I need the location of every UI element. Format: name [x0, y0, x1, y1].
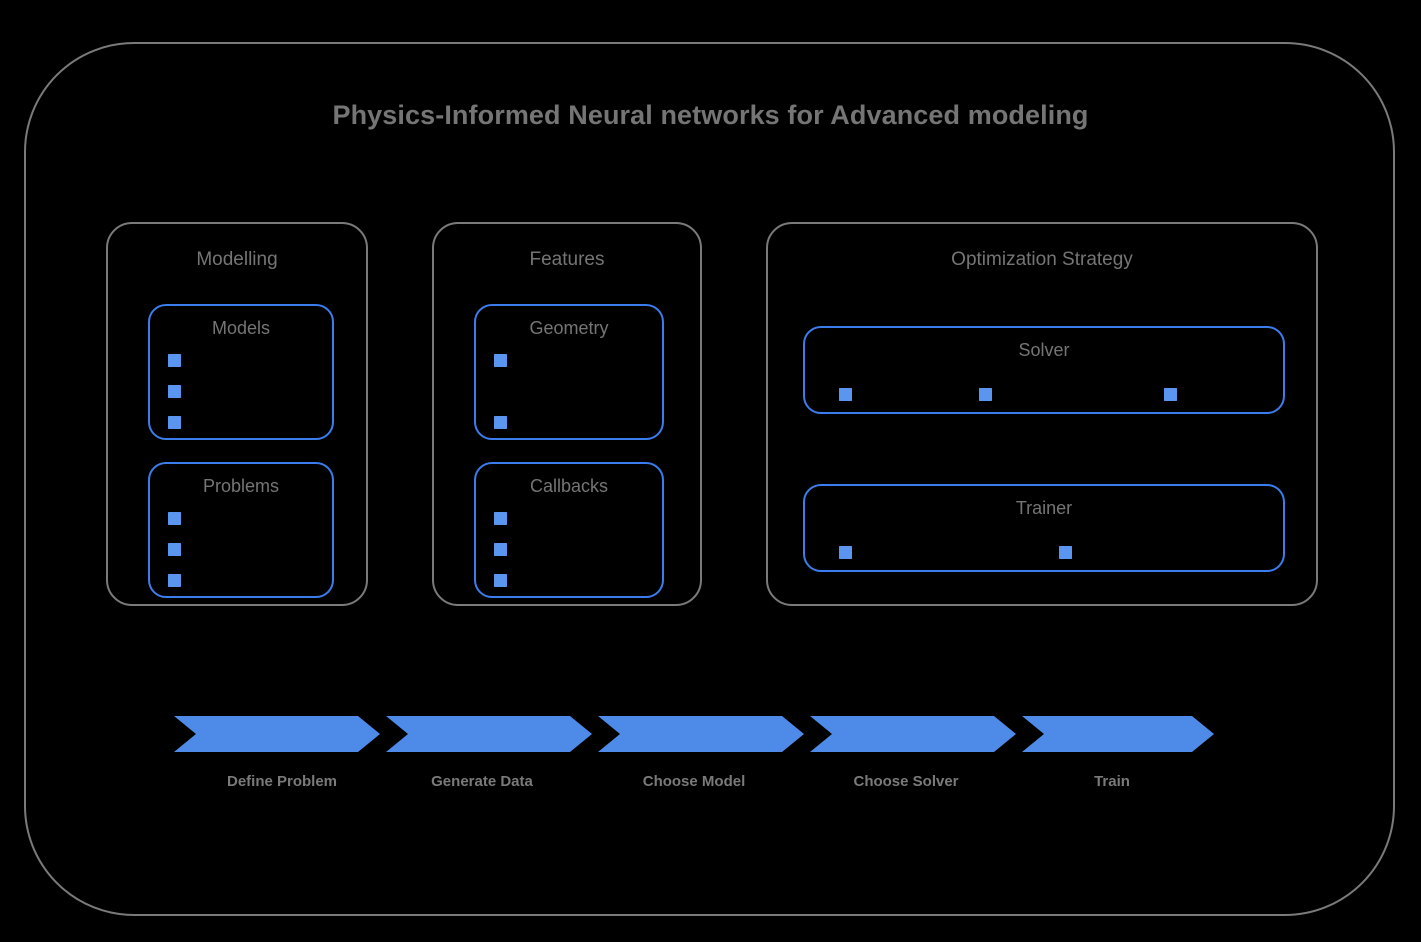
process-step-arrow-train[interactable] — [1022, 716, 1214, 752]
group-modelling: Modelling Models Problems — [106, 222, 368, 606]
process-step-arrow-choose-solver[interactable] — [810, 716, 1016, 752]
bullet-cube-icon — [494, 540, 510, 556]
bullet-cube-icon — [1059, 543, 1075, 559]
bullet-cube-icon — [494, 413, 510, 429]
process-step-arrow-choose-model[interactable] — [598, 716, 804, 752]
box-callbacks-label: Callbacks — [529, 476, 609, 496]
box-trainer[interactable]: Trainer — [803, 484, 1285, 572]
outer-frame — [24, 42, 1395, 916]
process-step-label-choose-solver: Choose Solver — [853, 773, 959, 790]
box-problems[interactable]: Problems — [148, 462, 334, 598]
bullet-cube-icon — [168, 540, 184, 556]
box-solver[interactable]: Solver — [803, 326, 1285, 414]
box-models[interactable]: Models — [148, 304, 334, 440]
bullet-cube-icon — [168, 413, 184, 429]
bullet-cube-icon — [1164, 385, 1180, 401]
process-step-arrow-generate-data[interactable] — [386, 716, 592, 752]
box-geometry[interactable]: Geometry — [474, 304, 664, 440]
box-solver-label: Solver — [1018, 340, 1070, 360]
group-features-label: Features — [529, 249, 605, 270]
box-callbacks[interactable]: Callbacks — [474, 462, 664, 598]
box-problems-label: Problems — [202, 476, 280, 496]
bullet-cube-icon — [839, 385, 855, 401]
process-step-label-generate-data: Generate Data — [431, 773, 533, 790]
bullet-cube-icon — [168, 509, 184, 525]
group-optimization-strategy-label: Optimization Strategy — [951, 249, 1133, 270]
bullet-cube-icon — [494, 571, 510, 587]
bullet-cube-icon — [168, 351, 184, 367]
bullet-cube-icon — [494, 509, 510, 525]
box-trainer-label: Trainer — [1015, 498, 1073, 518]
process-step-arrow-define-problem[interactable] — [174, 716, 380, 752]
group-optimization-strategy: Optimization Strategy Solver Trainer — [766, 222, 1318, 606]
bullet-cube-icon — [168, 571, 184, 587]
box-models-label: Models — [211, 318, 271, 338]
bullet-cube-icon — [839, 543, 855, 559]
process-step-label-choose-model: Choose Model — [642, 773, 746, 790]
process-step-label-define-problem: Define Problem — [226, 773, 338, 790]
process-step-label-train: Train — [1094, 773, 1130, 790]
bullet-cube-icon — [979, 385, 995, 401]
page-title: Physics-Informed Neural networks for Adv… — [332, 100, 1089, 130]
group-features: Features Geometry Callbacks — [432, 222, 702, 606]
box-geometry-label: Geometry — [529, 318, 609, 338]
bullet-cube-icon — [168, 382, 184, 398]
bullet-cube-icon — [494, 351, 510, 367]
group-modelling-label: Modelling — [196, 249, 278, 270]
